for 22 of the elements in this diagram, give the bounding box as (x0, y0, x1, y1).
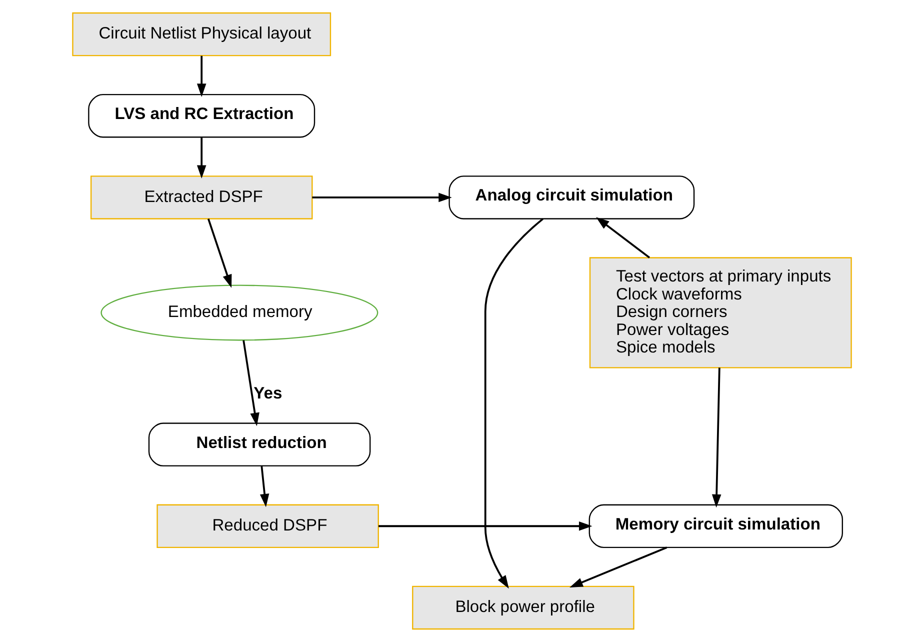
node-box: Netlist reduction (148, 422, 370, 466)
node-box: Analog circuit simulation (448, 176, 694, 220)
arrow (484, 218, 544, 589)
arrow (569, 546, 667, 588)
node-box: Test vectors at primary inputs Clock waveforms Design corners Power voltages Spice models (588, 257, 852, 368)
node-ellipse: Embedded memory (100, 284, 378, 341)
node-box: LVS and RC Extraction (88, 94, 315, 138)
arrow (206, 218, 232, 288)
arrow (711, 368, 721, 508)
arrow (596, 217, 650, 258)
arrow (378, 521, 592, 531)
node-box: Block power profile (412, 586, 634, 630)
node-box: Extracted DSPF (90, 176, 312, 220)
node-box: Circuit Netlist Physical layout (72, 12, 331, 56)
node-box: Memory circuit simulation (588, 504, 842, 548)
edge-label: Yes (253, 384, 282, 403)
arrow (196, 137, 206, 179)
arrow (242, 340, 259, 426)
node-box: Reduced DSPF (156, 504, 378, 548)
arrow (312, 192, 452, 202)
arrow (196, 56, 206, 97)
arrow (259, 466, 269, 508)
